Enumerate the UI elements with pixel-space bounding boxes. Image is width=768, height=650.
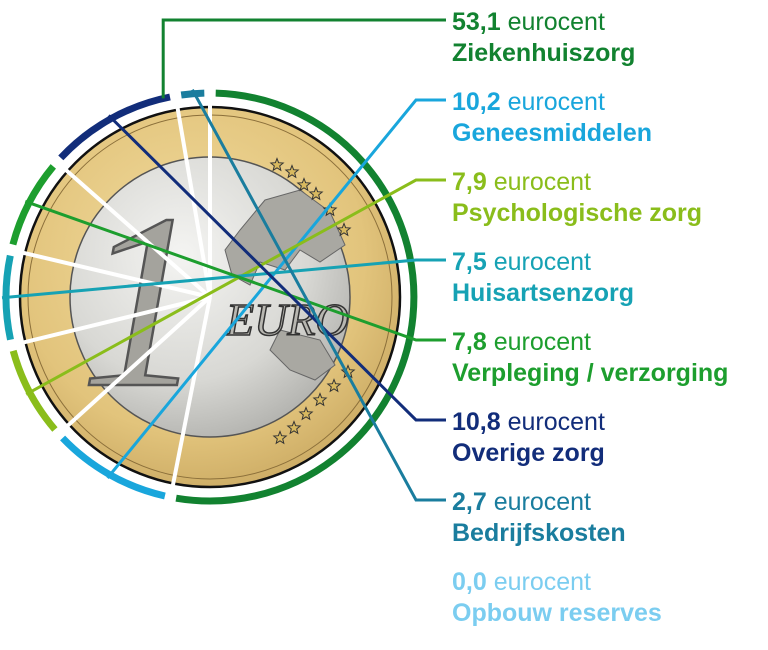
coin-word: EURO [225,294,349,345]
leader-line [191,88,446,502]
slice-name-label: Bedrijfskosten [452,519,626,547]
slice-value-number: 0,0 [452,568,487,596]
slice-arc [180,89,205,99]
slice-divider [64,295,212,429]
slice-value-unit: eurocent [487,568,591,596]
slice-value-label: 7,8 eurocent [452,328,591,356]
coin-star [269,157,285,172]
slice-value-number: 53,1 [452,8,501,36]
slice-value-label: 0,0 eurocent [452,568,591,596]
slice-value-unit: eurocent [487,328,591,356]
slice-name-label: Huisartsenzorg [452,279,634,307]
slice-value-unit: eurocent [487,168,591,196]
slice-value-label: 10,2 eurocent [452,88,605,116]
slice-value-label: 2,7 eurocent [452,488,591,516]
slice-value-number: 7,9 [452,168,487,196]
leader-line [106,98,446,479]
slice-name-label: Ziekenhuiszorg [452,39,635,67]
slice-value-number: 7,8 [452,328,487,356]
leader-line [25,178,446,396]
leader-line [107,114,446,422]
coin-star [272,430,288,445]
slice-value-label: 53,1 eurocent [452,8,605,36]
slice-value-number: 10,8 [452,408,501,436]
slice-value-unit: eurocent [501,408,605,436]
slice-value-unit: eurocent [501,8,605,36]
coin-star [284,164,300,179]
slice-divider [63,167,212,299]
slice-value-label: 7,9 eurocent [452,168,591,196]
slice-value-unit: eurocent [487,488,591,516]
leader-line [1,258,446,300]
slice-value-label: 7,5 eurocent [452,248,591,276]
slice-name-label: Opbouw reserves [452,599,662,627]
slice-value-label: 10,8 eurocent [452,408,605,436]
slice-divider [21,295,211,345]
coin-star [312,392,328,407]
coin-star [298,406,314,421]
slice-name-label: Geneesmiddelen [452,119,652,147]
coin-star [322,202,338,217]
slice-name-label: Psychologische zorg [452,199,702,227]
coin-star [296,177,312,192]
leader-line [24,199,446,342]
slice-arc [175,89,418,505]
slice-value-number: 2,7 [452,488,487,516]
coin-star [326,378,342,393]
slice-divider [170,296,212,488]
slice-divider [20,250,211,299]
slice-value-number: 10,2 [452,88,501,116]
slice-name-label: Verpleging / verzorging [452,359,728,387]
slice-name-label: Overige zorg [452,439,605,467]
leader-lines [1,18,446,502]
leader-line [161,18,446,99]
coin-stars [269,157,356,445]
coin-star [308,186,324,201]
slice-value-unit: eurocent [501,88,605,116]
coin-star [286,420,302,435]
slice-value-number: 7,5 [452,248,487,276]
coin-star [336,222,352,237]
slice-value-unit: eurocent [487,248,591,276]
